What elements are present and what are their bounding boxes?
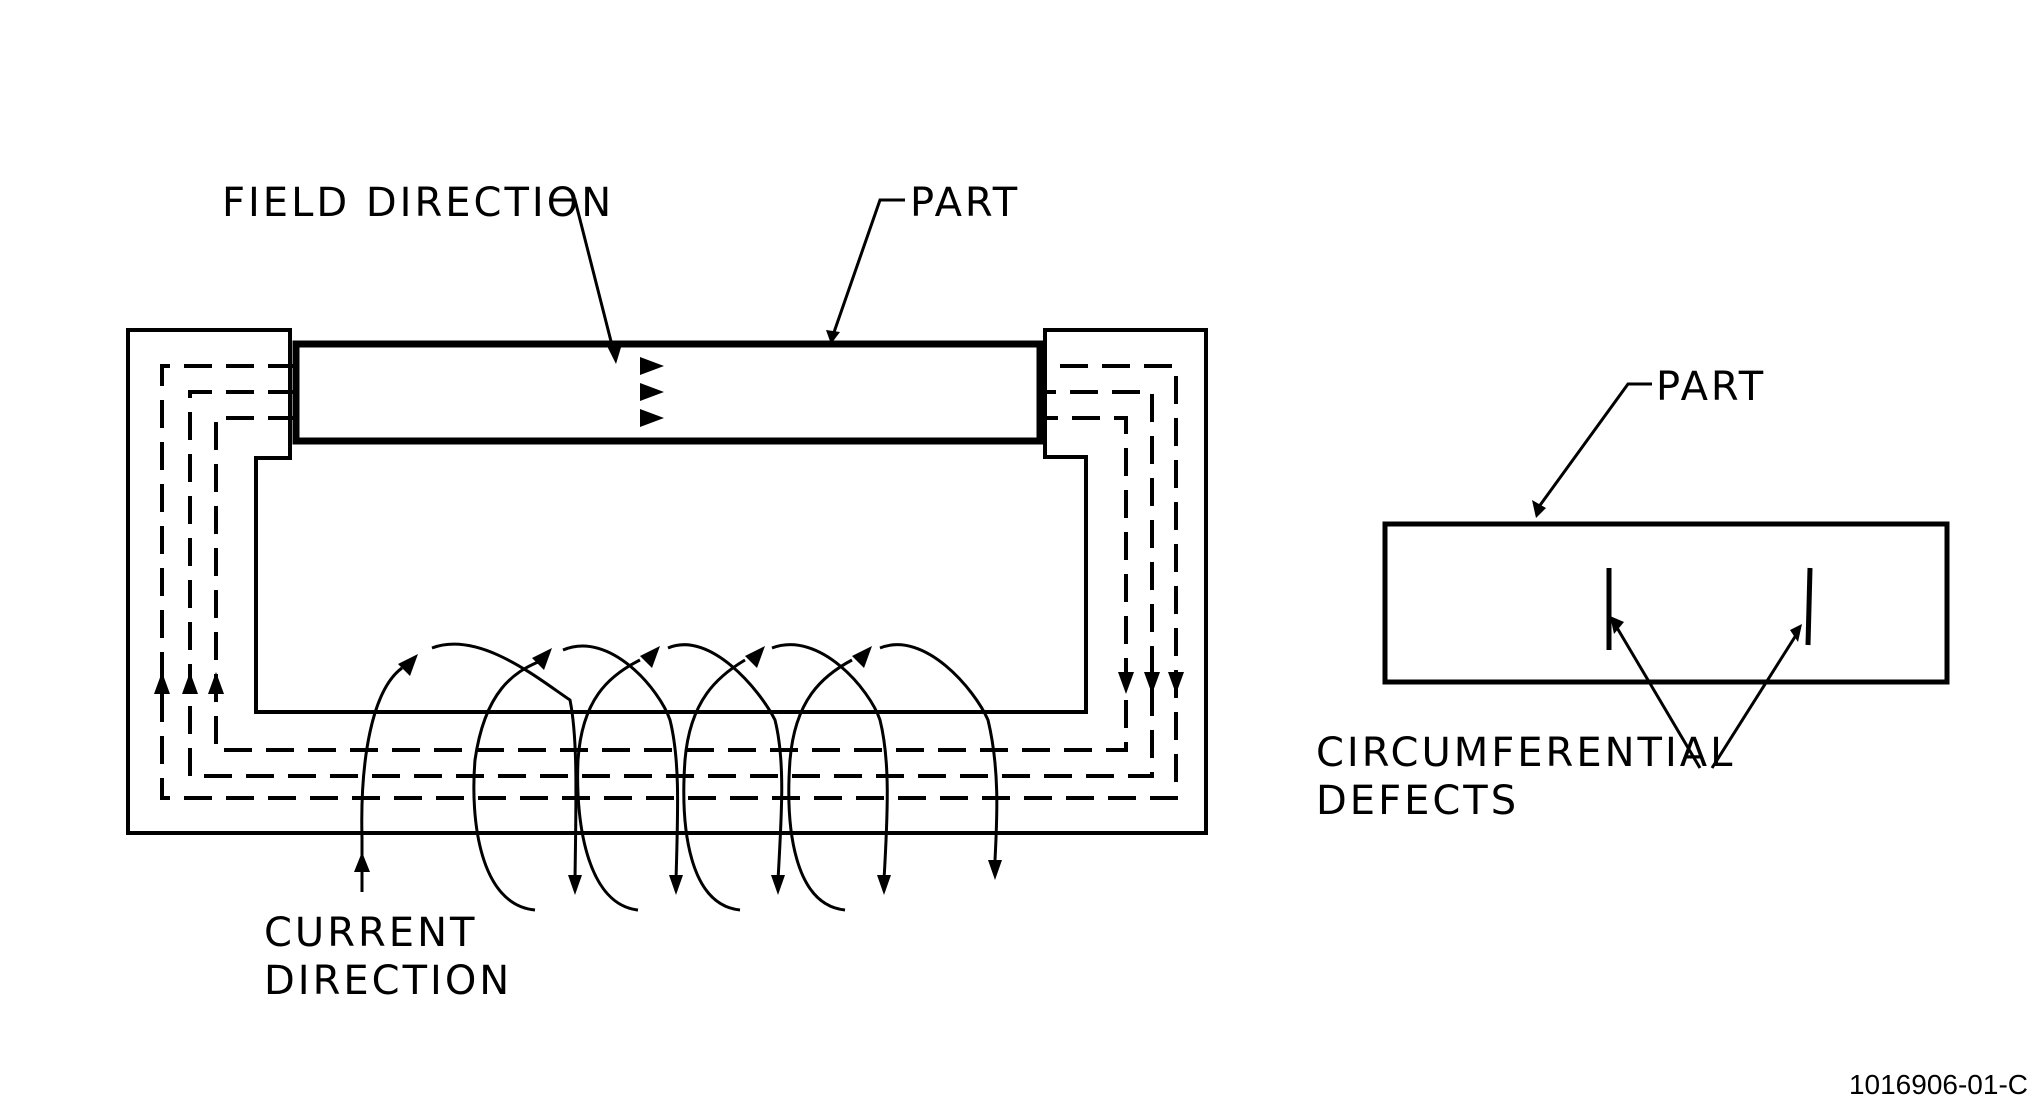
- current-direction-arrow: [354, 852, 370, 892]
- field-arrow-icon: [640, 383, 664, 401]
- coil-arrow-icon: [988, 860, 1002, 880]
- part-label-right: PART: [1656, 364, 1766, 410]
- leader-arrow-icon: [1610, 616, 1624, 634]
- coil-arrow-icon: [669, 875, 683, 895]
- coil-arrow-icon: [745, 646, 765, 668]
- coil-arrow-icon: [771, 875, 785, 895]
- coil-arrow-icon: [568, 875, 582, 895]
- field-arrow-icon: [640, 357, 664, 375]
- field-direction-label: FIELD DIRECTION: [222, 180, 614, 226]
- coil-loop-5: [787, 643, 999, 912]
- up-arrow-icon: [182, 672, 198, 694]
- leader-arrow-icon: [1790, 624, 1802, 642]
- up-arrow-icon: [208, 672, 224, 694]
- field-line-inner: [214, 416, 1128, 752]
- part-bar: [292, 340, 1044, 445]
- coil-arrows: [398, 646, 1002, 895]
- field-direction-leader: [550, 198, 617, 358]
- figure-id: 1016906-01-C: [1849, 1069, 2028, 1100]
- part-block: [1382, 521, 1950, 685]
- leader-lines-right: [1536, 382, 1800, 769]
- leader-lines-left: [550, 198, 905, 358]
- part-with-defects: [1382, 521, 1950, 685]
- current-label: CURRENT: [264, 910, 477, 956]
- coil-arrow-icon: [532, 648, 552, 670]
- defect-mark-right: [1805, 567, 1813, 646]
- up-arrow-icon: [154, 672, 170, 694]
- coil-loop-3: [576, 643, 784, 912]
- coil: [360, 642, 999, 912]
- part-leader-right: [1536, 382, 1652, 509]
- down-arrow-icon: [1144, 672, 1160, 694]
- part-leader-left: [830, 198, 905, 339]
- coil-loop-4: [682, 643, 889, 912]
- field-line-outer: [160, 364, 1178, 800]
- field-lines: [160, 364, 1178, 800]
- coil-arrow-icon: [398, 654, 418, 676]
- field-arrows-part: [640, 357, 664, 427]
- defects-leader-left: [1614, 625, 1702, 769]
- coil-arrow-icon: [640, 646, 660, 668]
- leader-arrow-icon: [1532, 500, 1546, 518]
- down-arrow-icon: [1118, 672, 1134, 694]
- part-label-left: PART: [910, 180, 1020, 226]
- coil-loop-2: [472, 644, 680, 912]
- yoke-outline: [126, 328, 1208, 835]
- field-line-middle: [188, 390, 1154, 778]
- down-arrow-icon: [1168, 672, 1184, 694]
- yoke-assembly: [126, 328, 1208, 835]
- field-arrow-icon: [640, 409, 664, 427]
- defects-leader-right: [1710, 631, 1800, 769]
- coil-arrow-icon: [877, 875, 891, 895]
- defects-label: DEFECTS: [1316, 778, 1519, 824]
- circumferential-label: CIRCUMFERENTIAL: [1316, 730, 1735, 776]
- coil-arrow-icon: [852, 646, 872, 668]
- up-arrow-icon: [354, 852, 370, 872]
- direction-label: DIRECTION: [264, 958, 512, 1004]
- coil-loop-1: [360, 642, 578, 881]
- field-arrows-left-leg: [154, 672, 224, 694]
- leader-arrow-icon: [826, 330, 840, 344]
- leader-arrow-icon: [607, 344, 622, 364]
- field-arrows-right-leg: [1118, 672, 1184, 694]
